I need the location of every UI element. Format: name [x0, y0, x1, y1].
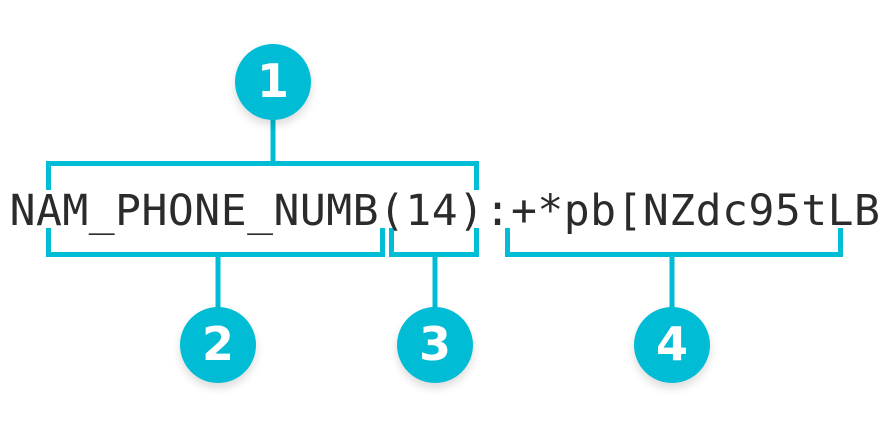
bracket-4-bottom: [505, 228, 843, 310]
marker-badge-2[interactable]: 2: [180, 307, 256, 383]
marker-badge-1-label: 1: [256, 54, 289, 108]
marker-badge-4-label: 4: [655, 317, 688, 371]
bracket-2-bottom: [46, 228, 385, 310]
code-string-label: NAM_PHONE_NUMB(14):+*pb[NZdc95tLB: [9, 186, 881, 236]
bracket-3-bottom: [389, 228, 479, 310]
marker-badge-3-label: 3: [418, 317, 451, 371]
bracket-1-top: [46, 113, 479, 190]
marker-badge-2-label: 2: [201, 317, 234, 371]
bracket-1-span: [46, 161, 479, 190]
marker-badge-3[interactable]: 3: [397, 307, 473, 383]
marker-badge-4[interactable]: 4: [634, 307, 710, 383]
marker-badge-1[interactable]: 1: [235, 44, 311, 120]
